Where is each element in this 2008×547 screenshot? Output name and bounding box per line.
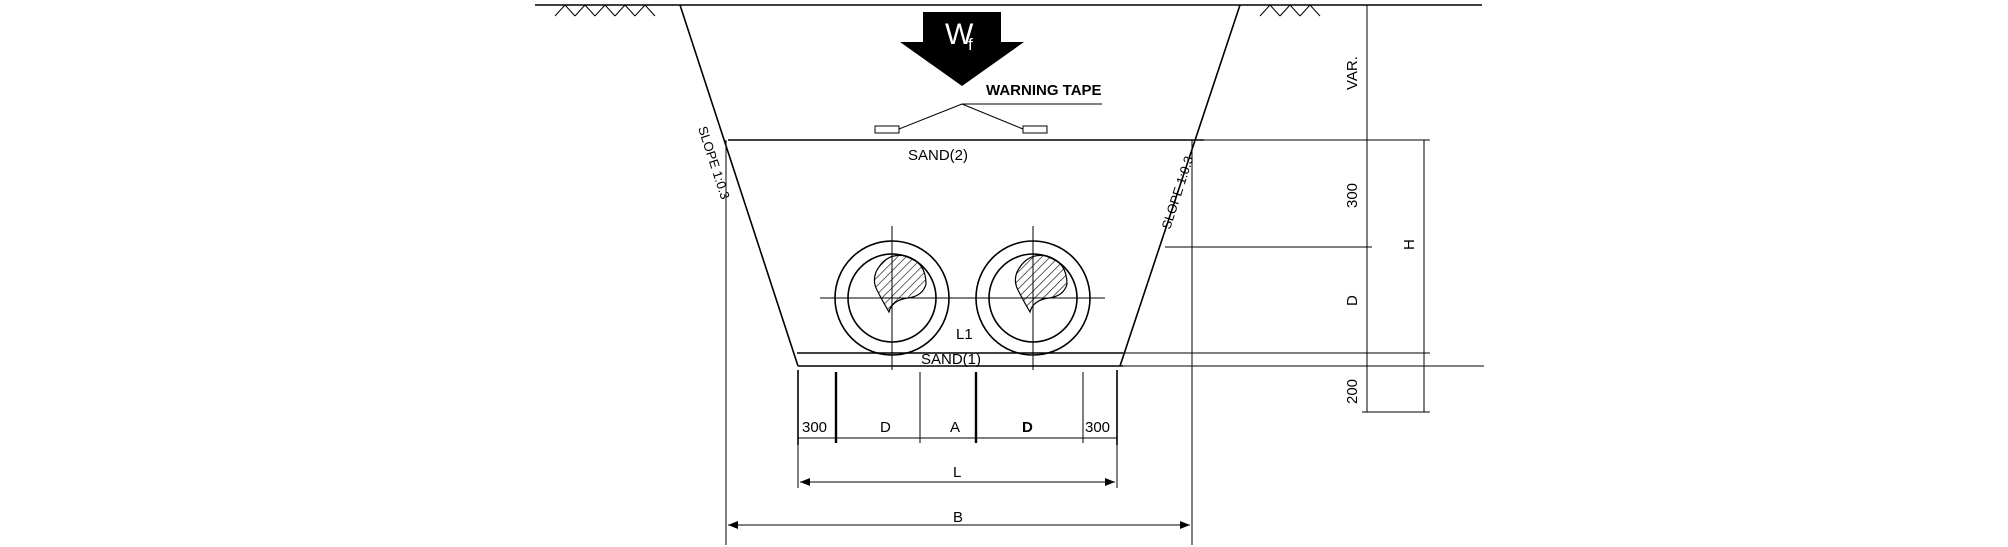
l1-label: L1	[956, 326, 973, 343]
dim-overall-l: L	[953, 464, 961, 481]
dim-right-300: 300	[1344, 183, 1361, 208]
dim-bottom-right-300: 300	[1085, 419, 1110, 436]
pipe-right	[961, 226, 1105, 370]
dim-right-var: VAR.	[1344, 56, 1361, 90]
load-symbol: W	[945, 18, 974, 51]
pipe-left	[820, 226, 964, 370]
sand-lower-label: SAND(1)	[921, 351, 981, 368]
slope-right-label: SLOPE 1:0.3	[1159, 154, 1197, 231]
dim-bottom-left-300: 300	[802, 419, 827, 436]
dim-overall-b: B	[953, 509, 963, 526]
sand-upper-label: SAND(2)	[908, 147, 968, 164]
ground-surface	[535, 4, 1482, 17]
load-arrow: W f	[900, 12, 1024, 86]
load-subscript: f	[968, 35, 973, 54]
dim-right-h: H	[1401, 239, 1418, 250]
soil-hatch-right	[1259, 4, 1321, 17]
dim-right-d: D	[1344, 295, 1361, 306]
dim-pipe-gap-a: A	[950, 419, 960, 436]
warning-tape: WARNING TAPE	[874, 82, 1102, 134]
slope-left-label: SLOPE 1:0.3	[695, 124, 733, 201]
dim-pipe-left-d: D	[880, 419, 891, 436]
trench-outline	[679, 4, 1241, 367]
dim-pipe-right-d: D	[1022, 419, 1033, 436]
right-dimension-lines	[1123, 4, 1484, 413]
dim-right-200: 200	[1344, 379, 1361, 404]
warning-tape-label: WARNING TAPE	[986, 82, 1102, 99]
soil-hatch-left	[554, 4, 656, 17]
bottom-dimension-lines	[725, 140, 1193, 545]
